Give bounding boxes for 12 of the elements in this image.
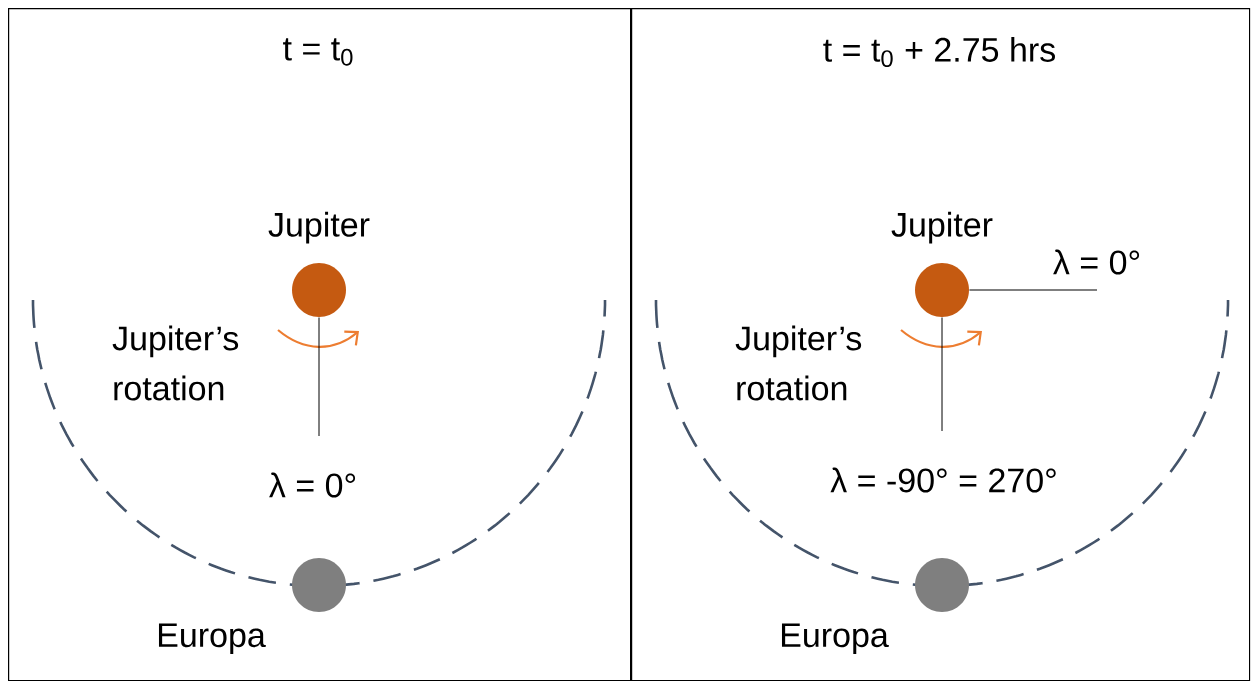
meridian-line [318, 316, 320, 437]
node-label: Europa [158, 623, 266, 654]
meridian-line [941, 316, 943, 432]
node-label: Europa [781, 623, 889, 654]
angle-label: λ = 0° [269, 472, 356, 498]
node-label: Jupiter [268, 211, 370, 244]
rotation-label: Jupiter’s rotation [735, 325, 862, 401]
rotation-label: Jupiter’s rotation [112, 325, 239, 401]
node-label: Jupiter [891, 211, 993, 244]
angle-label: λ = -90° = 270° [830, 467, 1056, 493]
meridian-line [968, 289, 1098, 291]
angle-label: λ = 0° [1053, 249, 1140, 275]
